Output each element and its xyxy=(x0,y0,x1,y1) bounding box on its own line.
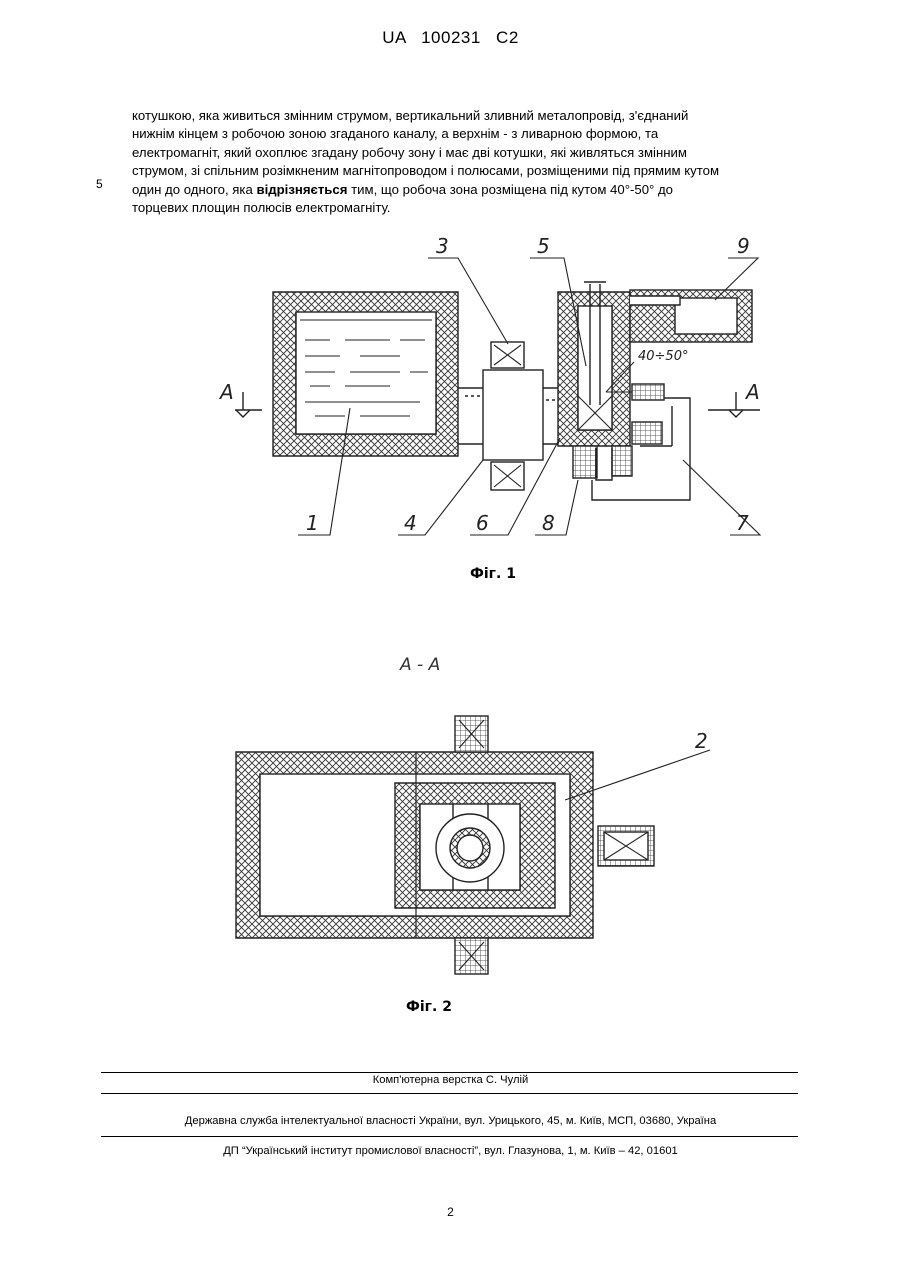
angle-label: 40÷50° xyxy=(638,349,688,364)
callout-3: 3 xyxy=(436,234,449,258)
typesetting-credit: Комп'ютерна верстка С. Чулій xyxy=(0,1074,901,1086)
divider xyxy=(101,1072,798,1073)
callout-9: 9 xyxy=(737,234,750,258)
figure-2-drawing xyxy=(236,716,710,974)
channel-block xyxy=(483,370,543,460)
divider xyxy=(101,1136,798,1137)
figure-2-caption: Фіг. 2 xyxy=(406,999,452,1015)
institute-address: ДП “Український інститут промислової вла… xyxy=(0,1145,901,1157)
callout-8: 8 xyxy=(542,511,555,535)
agency-address: Державна служба інтелектуальної власност… xyxy=(0,1115,901,1127)
callout-7: 7 xyxy=(736,511,749,535)
callout-6: 6 xyxy=(476,511,489,535)
callout-1: 1 xyxy=(306,511,319,535)
figure-1-drawing xyxy=(235,258,760,535)
callout-2: 2 xyxy=(695,729,708,753)
section-mark-left xyxy=(236,392,250,417)
section-letter-left: A xyxy=(218,380,234,404)
divider xyxy=(101,1093,798,1094)
section-letter-right: A xyxy=(744,380,760,404)
section-title: A - A xyxy=(399,655,440,675)
callout-5: 5 xyxy=(537,234,550,258)
page-number: 2 xyxy=(0,1205,901,1219)
figure-1-caption: Фіг. 1 xyxy=(470,566,516,582)
callout-4: 4 xyxy=(404,511,417,535)
section-mark-right xyxy=(729,392,743,417)
